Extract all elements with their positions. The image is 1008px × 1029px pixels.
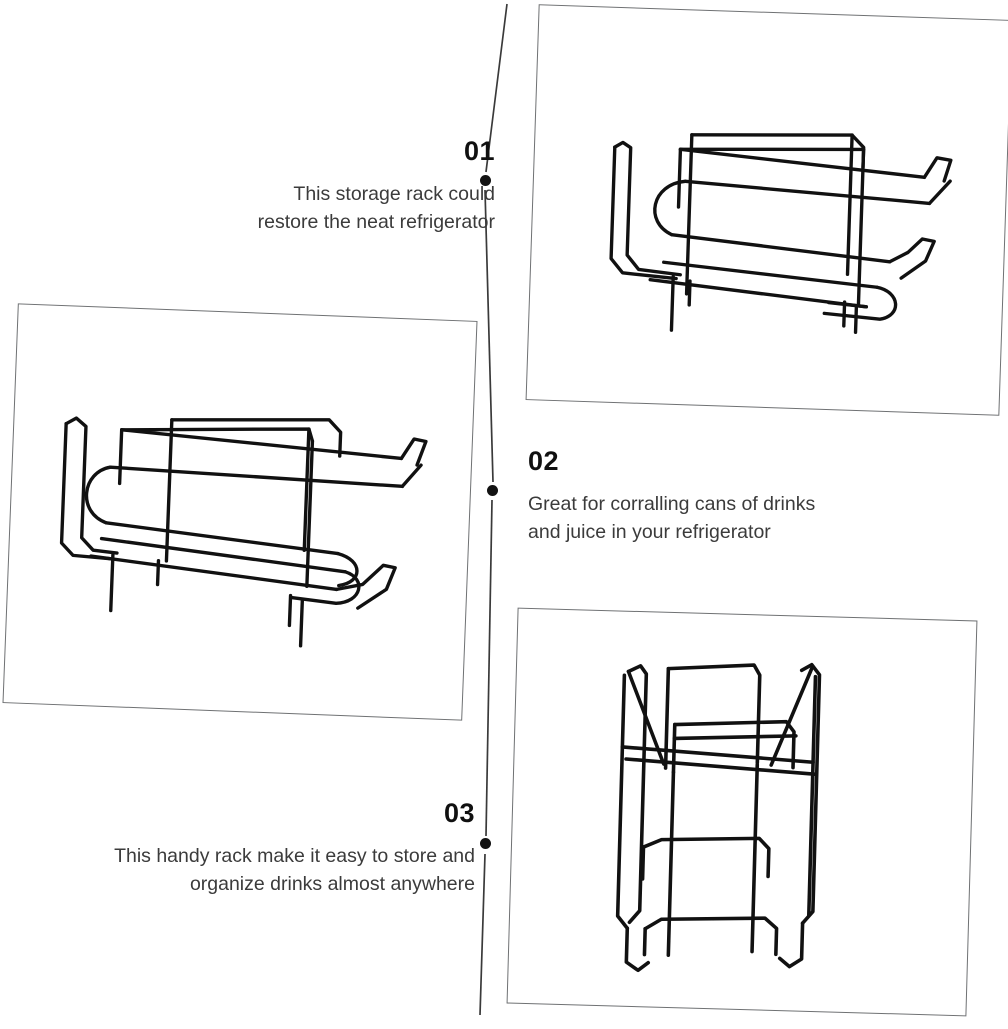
product-illustration-02	[59, 416, 428, 648]
divider-segment-3	[485, 499, 493, 837]
feature-number-02: 02	[528, 446, 560, 476]
feature-number-03: 03	[443, 798, 475, 828]
product-photo-frame-03	[506, 607, 978, 1017]
product-photo-frame-02	[2, 303, 478, 721]
timeline-dot-03	[480, 838, 491, 849]
feature-text-block-03: 03 This handy rack make it easy to store…	[35, 800, 475, 898]
product-illustration-03	[615, 662, 822, 973]
feature-description-03: This handy rack make it easy to store an…	[114, 845, 475, 895]
feature-text-block-02: 02 Great for corralling cans of drinks a…	[528, 448, 888, 546]
feature-description-01: This storage rack could restore the neat…	[257, 183, 495, 233]
feature-number-01: 01	[463, 136, 495, 166]
timeline-dot-02	[487, 485, 498, 496]
product-photo-frame-01	[525, 4, 1008, 416]
product-illustration-01	[609, 133, 953, 335]
feature-text-block-01: 01 This storage rack could restore the n…	[150, 138, 495, 236]
feature-description-02: Great for corralling cans of drinks and …	[528, 493, 816, 543]
divider-segment-4	[479, 853, 486, 1016]
